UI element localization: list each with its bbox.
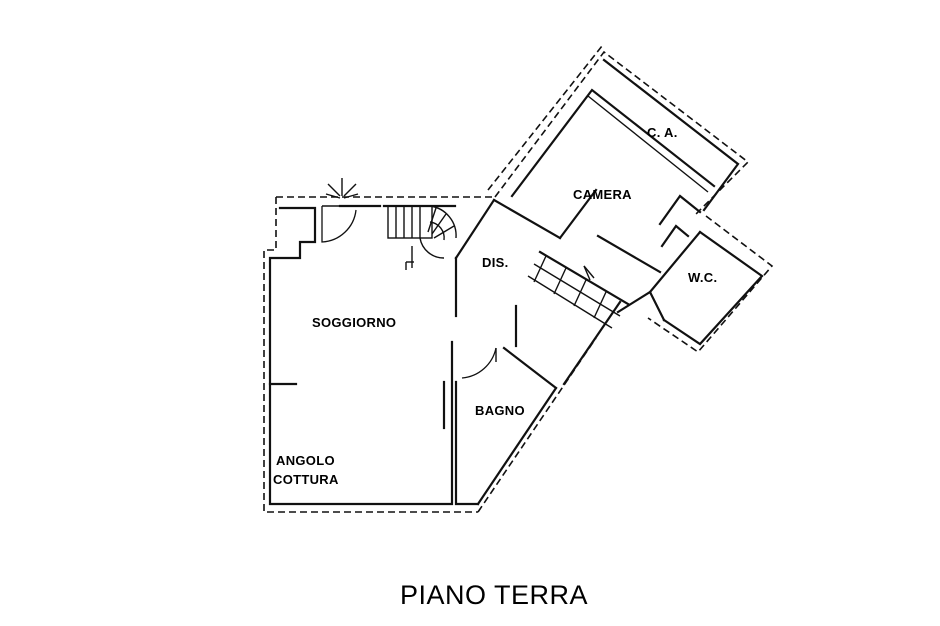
label-wc: W.C. bbox=[688, 270, 717, 285]
hall-bathroom-walls bbox=[454, 198, 622, 513]
bathroom-door bbox=[461, 347, 497, 379]
label-cottura: COTTURA bbox=[273, 472, 339, 487]
label-ca: C. A. bbox=[647, 125, 678, 140]
label-soggiorno: SOGGIORNO bbox=[312, 315, 396, 330]
label-bagno: BAGNO bbox=[475, 403, 525, 418]
wc-walls bbox=[616, 215, 774, 354]
label-camera: CAMERA bbox=[573, 187, 632, 202]
entrance-door bbox=[321, 178, 359, 243]
label-angolo: ANGOLO bbox=[276, 453, 335, 468]
bedroom-walls bbox=[487, 45, 750, 274]
corridor-steps bbox=[527, 250, 630, 329]
label-dis: DIS. bbox=[482, 255, 508, 270]
staircase bbox=[387, 205, 457, 270]
living-area-walls bbox=[263, 196, 495, 513]
plan-title: PIANO TERRA bbox=[400, 580, 588, 610]
